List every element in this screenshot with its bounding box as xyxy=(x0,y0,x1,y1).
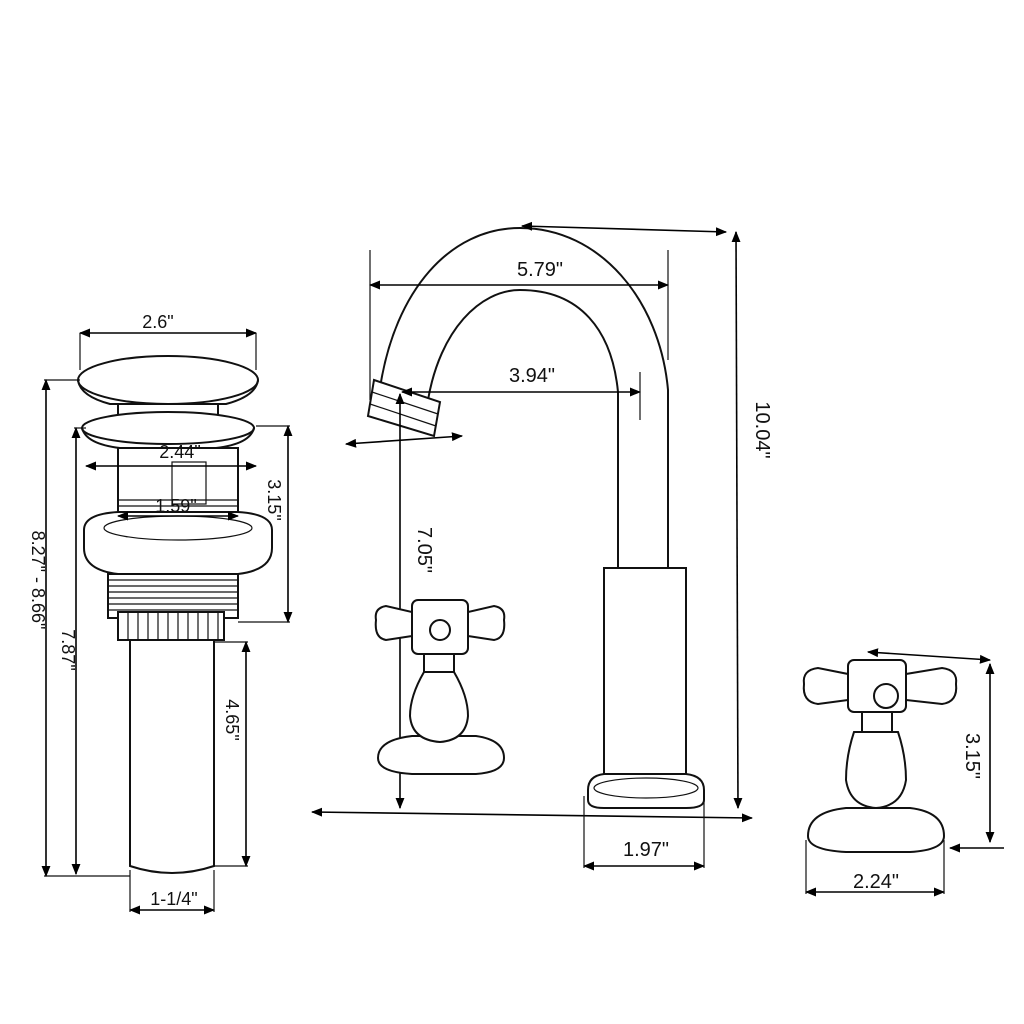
label-handle-base-diameter: 2.24" xyxy=(853,871,899,893)
right-handle-arm-left xyxy=(802,666,849,706)
label-base-diameter: 1.97" xyxy=(623,839,669,861)
label-spout-height: 7.05" xyxy=(413,527,435,573)
drain-thread-body xyxy=(107,573,239,619)
drain-body xyxy=(117,447,239,513)
left-handle-base xyxy=(376,735,506,775)
label-spout-inner-reach: 3.94" xyxy=(509,365,555,387)
left-handle-arm-right xyxy=(467,604,506,642)
label-cap-diameter: 2.6" xyxy=(142,312,173,332)
label-length-below-cap: 7.87" xyxy=(58,629,78,670)
label-total-height: 10.04" xyxy=(751,401,773,458)
left-handle xyxy=(374,599,506,775)
dim-line-total-height xyxy=(731,230,743,810)
left-handle-body xyxy=(408,671,470,744)
drain-cap-rim xyxy=(77,379,259,405)
pop-up-drain: 2.6" 2.44" 1.59" 3.15" 8.27" - 8.66" 7.8… xyxy=(28,312,293,915)
left-handle-arm-left xyxy=(374,604,413,642)
dim-line-aerator xyxy=(344,432,464,448)
dim-line-top-reference xyxy=(520,221,728,237)
spout-body xyxy=(603,567,687,779)
right-handle-stem xyxy=(861,711,893,733)
spout-outer-curve xyxy=(379,227,669,573)
spout-inner-curve xyxy=(427,289,619,573)
drain-cap xyxy=(77,355,259,405)
dim-line-baseline xyxy=(310,807,754,823)
label-tail-diameter: 1-1/4" xyxy=(150,889,197,909)
drain-tailpipe xyxy=(129,639,215,874)
label-handle-height: 3.15" xyxy=(961,733,983,779)
left-handle-stem xyxy=(423,653,455,673)
faucet-spout: 5.79" 3.94" 7.05" 10.04" 1.97" xyxy=(310,221,773,871)
right-handle-arm-right xyxy=(905,666,958,706)
label-flange-diameter: 2.44" xyxy=(159,442,200,462)
drain-threads xyxy=(108,579,238,611)
right-handle-base xyxy=(806,807,946,853)
label-total-length: 8.27" - 8.66" xyxy=(28,531,48,630)
drain-flange xyxy=(81,411,255,445)
label-tail-length: 4.65" xyxy=(222,699,242,740)
label-spout-reach: 5.79" xyxy=(517,259,563,281)
dim-line-handle-top xyxy=(866,648,992,664)
spout-base xyxy=(587,773,705,809)
right-handle: 3.15" 2.24" xyxy=(802,648,1004,897)
spout-aerator xyxy=(366,378,442,438)
label-body-height: 3.15" xyxy=(264,479,284,520)
label-body-diameter: 1.59" xyxy=(155,496,196,516)
drain-nut xyxy=(117,611,225,641)
right-handle-body xyxy=(844,731,908,810)
drain-washer xyxy=(83,511,273,575)
